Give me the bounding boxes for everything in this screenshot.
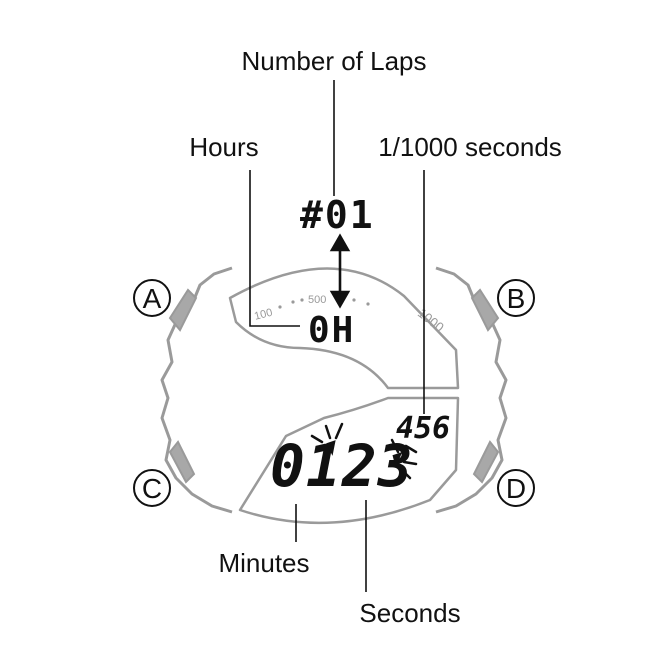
lap-number-display: #01	[300, 193, 375, 237]
lower-display-panel	[238, 396, 460, 525]
label-seconds: Seconds	[359, 598, 460, 628]
callout-lines	[249, 80, 425, 592]
button-c-letter: C	[142, 473, 162, 504]
upper-bezel-panel	[228, 267, 460, 390]
label-hours: Hours	[189, 132, 258, 162]
button-d-letter: D	[506, 473, 526, 504]
button-a-pusher[interactable]	[168, 288, 198, 332]
bezel-scale-500: 500	[308, 294, 326, 306]
label-number-of-laps: Number of Laps	[242, 46, 427, 76]
bezel-scale-100: 100	[253, 307, 274, 323]
button-b-letter: B	[507, 283, 526, 314]
label-minutes: Minutes	[218, 548, 309, 578]
bezel-scale-1000: 1000	[415, 305, 447, 335]
button-c-badge: C	[133, 469, 171, 507]
label-thousandths: 1/1000 seconds	[378, 132, 562, 162]
button-b-pusher[interactable]	[470, 288, 500, 332]
button-a-letter: A	[143, 283, 162, 314]
button-c-pusher[interactable]	[168, 440, 196, 484]
colon-flash-right	[390, 438, 418, 480]
colon-flash-left	[310, 422, 344, 456]
button-b-badge: B	[497, 279, 535, 317]
button-d-badge: D	[497, 469, 535, 507]
hours-display: 0H	[308, 310, 355, 351]
thousandths-display: 456	[396, 411, 450, 446]
button-a-badge: A	[133, 279, 171, 317]
toggle-arrow	[329, 233, 351, 309]
hours-leader-line	[249, 170, 300, 327]
watch-case-outline	[160, 266, 508, 514]
button-d-pusher[interactable]	[472, 440, 500, 484]
main-time-display: 0123	[270, 432, 414, 500]
